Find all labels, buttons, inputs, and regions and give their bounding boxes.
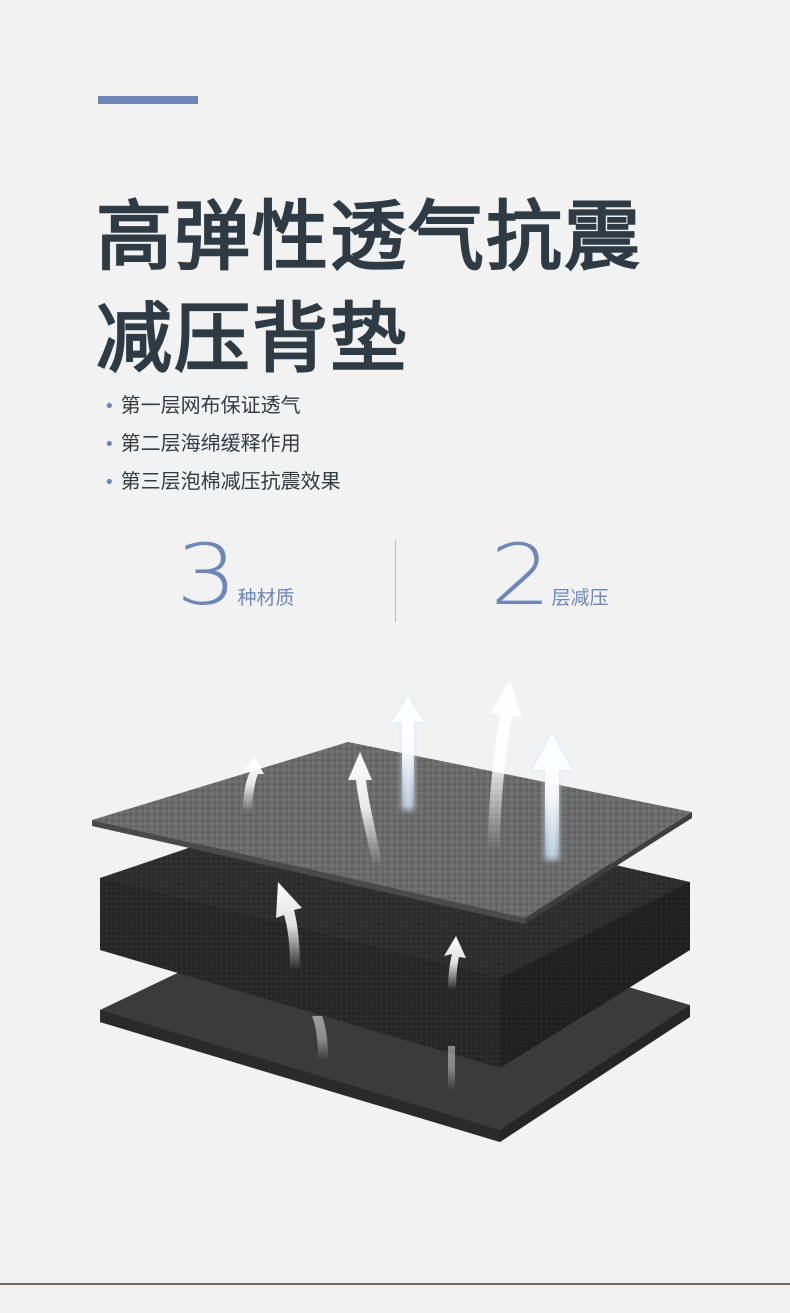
- stat-unit: 种材质: [237, 587, 295, 609]
- feature-text: 第一层网布保证透气: [120, 393, 301, 417]
- stat-divider: [395, 540, 396, 622]
- bullet-icon: •: [104, 396, 115, 417]
- accent-bar: [98, 96, 198, 104]
- bullet-icon: •: [104, 472, 115, 493]
- airflow-arrows: [243, 680, 572, 1090]
- feature-item: •第三层泡棉减压抗震效果: [104, 464, 341, 502]
- title-line-1: 高弹性透气抗震: [96, 192, 642, 281]
- feature-item: •第二层海绵缓释作用: [104, 426, 341, 464]
- bottom-divider: [0, 1283, 790, 1285]
- bullet-icon: •: [104, 434, 115, 455]
- stat-layers: 2层减压: [490, 530, 609, 630]
- stats-row: 3种材质 2层减压: [0, 530, 790, 630]
- stat-number: 3: [175, 526, 238, 624]
- stat-number: 2: [489, 526, 552, 624]
- page-title: 高弹性透气抗震 减压背垫: [96, 186, 642, 390]
- feature-list: •第一层网布保证透气 •第二层海绵缓释作用 •第三层泡棉减压抗震效果: [104, 388, 341, 502]
- top-fabric-layer: [92, 742, 692, 924]
- stat-materials: 3种材质: [176, 530, 295, 630]
- feature-text: 第二层海绵缓释作用: [120, 431, 301, 455]
- stat-unit: 层减压: [551, 587, 609, 609]
- title-line-2: 减压背垫: [96, 294, 408, 383]
- feature-item: •第一层网布保证透气: [104, 388, 341, 426]
- layered-pad-illustration: [92, 680, 692, 1142]
- feature-text: 第三层泡棉减压抗震效果: [120, 469, 341, 493]
